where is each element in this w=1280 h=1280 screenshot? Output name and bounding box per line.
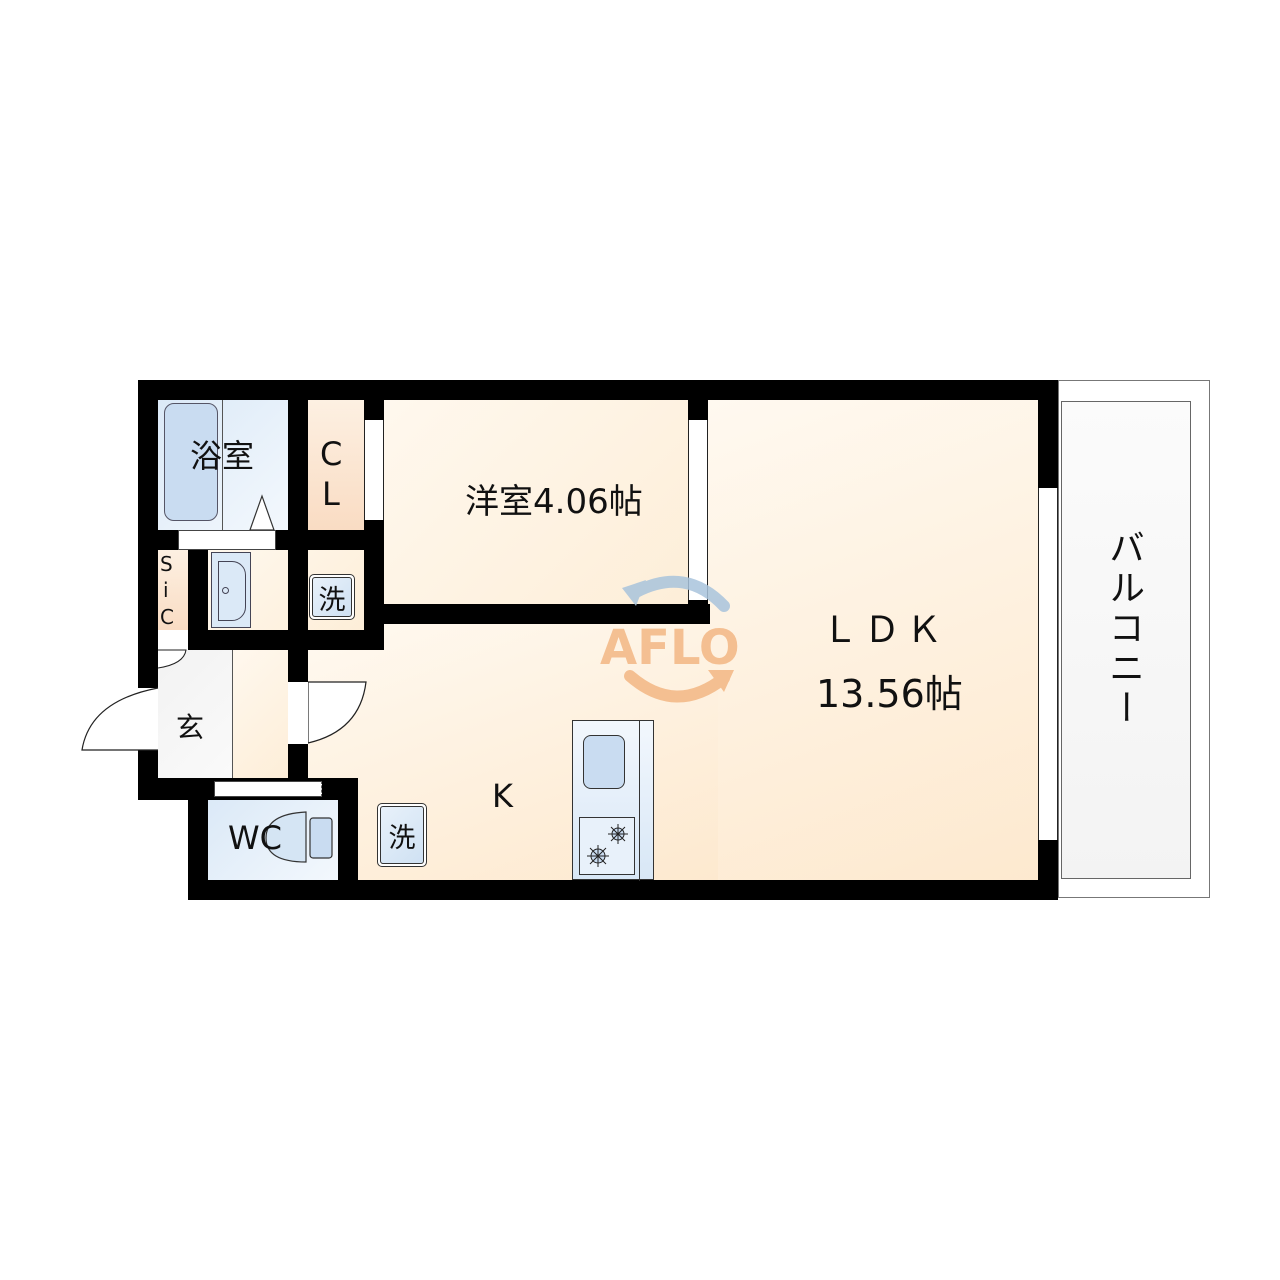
stove-icon [579, 817, 635, 875]
wall-top [138, 380, 1058, 400]
sic-label-s: S [160, 552, 173, 576]
wall-bottom [188, 880, 1058, 900]
wall-sic-right [188, 550, 208, 630]
washer-icon: 洗 [309, 574, 355, 620]
wc-label: WC [228, 819, 282, 857]
kitchen-label: K [492, 777, 513, 815]
hall-door-swing[interactable] [308, 681, 370, 747]
western-room-sliding-door[interactable] [688, 420, 708, 600]
toilet-icon [265, 811, 333, 863]
aflo-watermark-logo: AFLO [600, 575, 740, 703]
balcony-inner [1061, 401, 1191, 879]
wall-wc-right [338, 778, 358, 900]
ldk-label: ＬＤＫ [822, 610, 949, 651]
sink-icon [583, 735, 625, 789]
sic-label-i: i [163, 578, 169, 602]
washbasin-icon [211, 552, 251, 628]
sic-label-c: C [160, 605, 174, 629]
entrance [158, 650, 232, 778]
wall-wash-bottom [138, 630, 384, 650]
kitchen-counter [572, 720, 654, 881]
wall-bath-right [288, 380, 308, 650]
ldk-area-label: 13.56帖 [816, 672, 963, 716]
closet-sliding-door[interactable] [364, 420, 384, 520]
bath-divider [222, 400, 223, 530]
entrance-label: 玄 [176, 711, 205, 744]
entrance-door-swing[interactable] [80, 686, 160, 752]
hall-door-opening [288, 682, 308, 744]
washer-icon-kitchen: 洗 [377, 803, 427, 867]
wall-wc-left [188, 778, 208, 900]
sic [158, 550, 188, 630]
wc-door-opening[interactable] [214, 781, 322, 797]
ldk-window[interactable] [1038, 488, 1058, 840]
ldk [708, 400, 1038, 880]
sic-door-swing[interactable] [158, 648, 188, 670]
closet-label-c: C [320, 435, 343, 473]
wall-western-bottom [384, 604, 710, 624]
balcony-label: バルコニー [1103, 529, 1144, 729]
bathtub-icon [164, 403, 218, 521]
water-heater-icon [249, 494, 275, 530]
bath-door-opening [178, 530, 276, 550]
western-room-label: 洋室4.06帖 [465, 482, 643, 522]
svg-text:AFLO: AFLO [600, 620, 740, 676]
bath-label: 浴室 [190, 437, 255, 475]
hallway [232, 650, 288, 778]
closet-label-l: L [322, 475, 340, 513]
balcony: バルコニー [1058, 380, 1210, 898]
closet [308, 400, 364, 530]
sic-opening [158, 630, 188, 650]
western-room [384, 400, 690, 604]
